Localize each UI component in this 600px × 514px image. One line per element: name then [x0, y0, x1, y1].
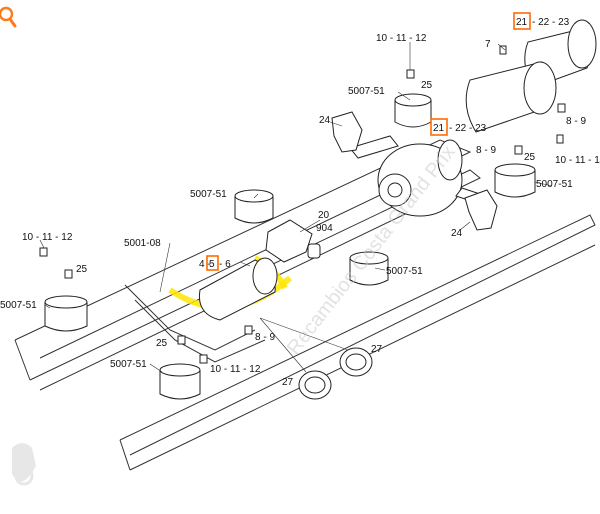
- label-5001-08: 5001-08: [124, 238, 161, 249]
- air-spring-6: [159, 363, 201, 400]
- search-icon[interactable]: [0, 6, 17, 28]
- label-10-11-12-right: 10 - 11 - 12: [555, 155, 600, 166]
- label-27-left: 27: [282, 377, 294, 388]
- air-spring-4: [349, 251, 389, 286]
- leader-lines: [39, 42, 553, 373]
- air-spring-2: [494, 163, 536, 198]
- bracket-24-upper: [331, 111, 363, 153]
- air-spring-5: [44, 295, 88, 332]
- label-24-lower: 24: [451, 228, 463, 239]
- label-25-left: 25: [76, 264, 88, 275]
- bracket-24-lower: [464, 189, 498, 231]
- label-4: 4 -: [199, 259, 211, 270]
- label-10-11-12-left: 10 - 11 - 12: [22, 232, 73, 243]
- label-8-9-right: 8 - 9: [566, 116, 586, 127]
- label-21-top: 21: [516, 17, 528, 28]
- label-25-lower: 25: [156, 338, 168, 349]
- label-5007-51-lower: 5007-51: [110, 359, 147, 370]
- air-tank-highlighted[interactable]: [168, 255, 292, 321]
- label-5007-51-right: 5007-51: [536, 179, 573, 190]
- label-27-right: 27: [371, 344, 383, 355]
- label-10-11-12-lower: 10 - 11 - 12: [210, 364, 261, 375]
- clamp-27-a: [298, 370, 332, 400]
- label-25-top: 25: [421, 80, 433, 91]
- label-5007-51-top: 5007-51: [348, 86, 385, 97]
- label-5007-51-center: 5007-51: [386, 266, 423, 277]
- label-5: 5: [209, 259, 215, 270]
- label-8-9-lower: 8 - 9: [255, 332, 275, 343]
- label-8-9-mid: 8 - 9: [476, 145, 496, 156]
- label-20: 20: [318, 210, 330, 221]
- valve-20-904: [265, 219, 321, 263]
- air-tanks-upper: [465, 19, 597, 133]
- label-904: 904: [316, 223, 333, 234]
- watermark-logo: [12, 443, 36, 486]
- air-spring-3: [234, 189, 274, 224]
- label-24-upper: 24: [319, 115, 331, 126]
- label-5007-51-far-left: 5007-51: [0, 300, 37, 311]
- fittings: [39, 45, 566, 364]
- label-5007-51-left: 5007-51: [190, 189, 227, 200]
- box-21-mid: [430, 118, 448, 136]
- air-spring-1: [394, 93, 432, 128]
- box-5: [206, 255, 219, 271]
- clamp-27-b: [339, 347, 373, 377]
- label-21-mid: 21: [433, 123, 445, 134]
- label-22-23-top: - 22 - 23: [532, 17, 570, 28]
- label-25-mid: 25: [524, 152, 536, 163]
- rear-axle-differential: [349, 135, 493, 217]
- box-21-top: [513, 12, 531, 30]
- label-22-23-mid: - 22 - 23: [449, 123, 487, 134]
- label-7: 7: [485, 39, 491, 50]
- label-6: - 6: [219, 259, 231, 270]
- label-10-11-12-top: 10 - 11 - 12: [376, 33, 427, 44]
